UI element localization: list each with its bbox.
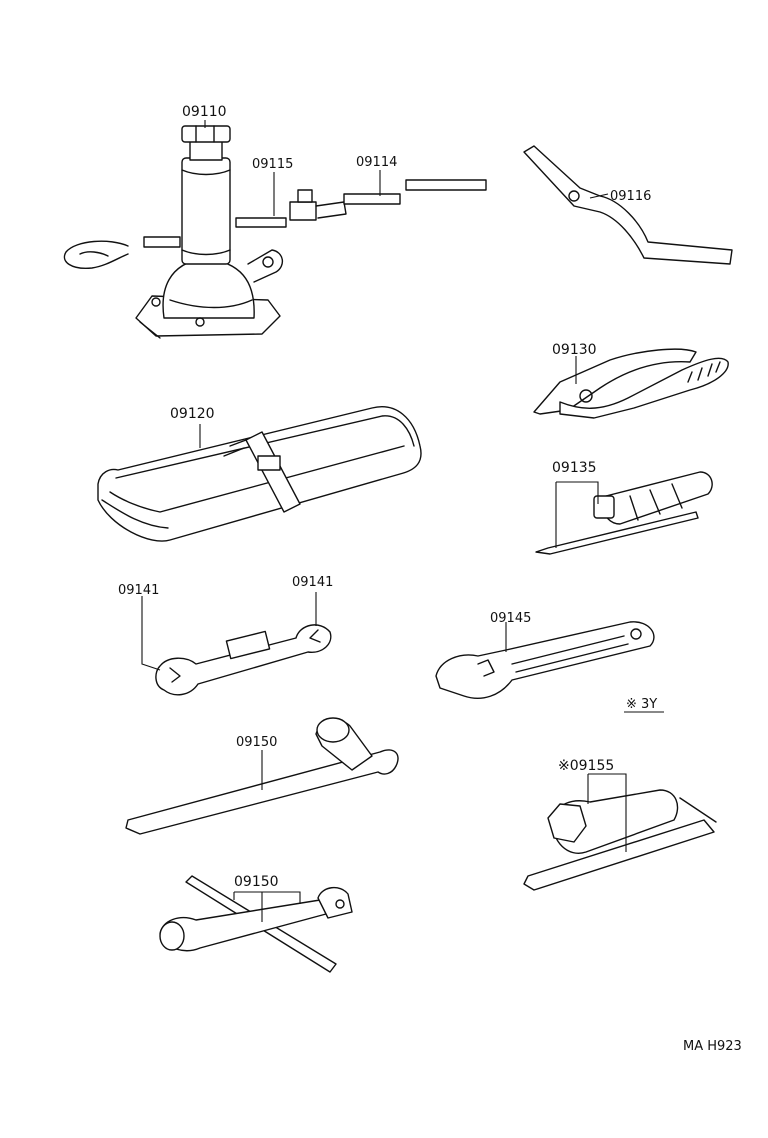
tool-bag-drawing — [97, 406, 422, 542]
label-lug-wrench-lower: 09150 — [234, 874, 279, 890]
leader-lines — [141, 120, 664, 922]
screwdriver-drawing — [535, 471, 713, 555]
lug-wrench-lower-drawing — [159, 875, 353, 973]
jack-crank-drawing — [523, 145, 733, 265]
label-pliers: 09130 — [552, 342, 597, 358]
label-jack-handle-a: 09115 — [252, 157, 293, 172]
open-wrench-drawing — [155, 624, 332, 696]
label-plug-wrench: ※09155 — [558, 758, 614, 774]
jack-handle-drawing — [235, 179, 487, 228]
label-lug-wrench-upper: 09150 — [236, 735, 277, 750]
label-jack-handle-b: 09114 — [356, 155, 397, 170]
jack-drawing — [63, 125, 283, 339]
plug-wrench-drawing — [523, 789, 717, 891]
label-wrench-right: 09141 — [292, 575, 333, 590]
label-jack-crank: 09116 — [610, 189, 651, 204]
pliers-drawing — [533, 348, 729, 419]
label-screwdriver: 09135 — [552, 460, 597, 476]
label-adjustable-wrench: 09145 — [490, 611, 531, 626]
lug-wrench-upper-drawing — [125, 717, 399, 835]
label-jack: 09110 — [182, 104, 227, 120]
footer-code: MA H923 — [683, 1039, 742, 1054]
label-tool-bag: 09120 — [170, 406, 215, 422]
label-wrench-left: 09141 — [118, 583, 159, 598]
adjustable-wrench-drawing — [435, 621, 655, 699]
note-engine-code: ※ 3Y — [626, 697, 657, 712]
